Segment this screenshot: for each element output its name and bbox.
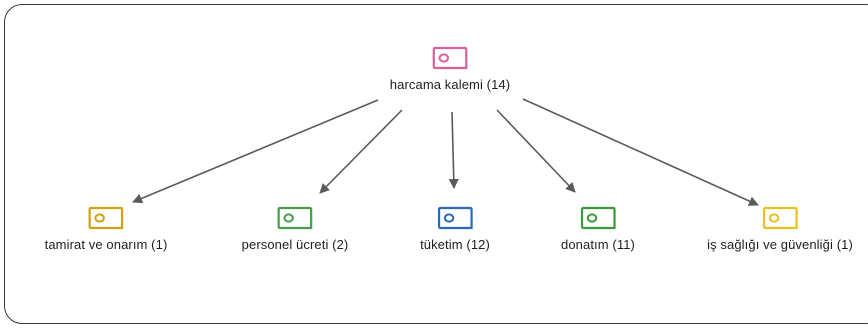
node-label: harcama kalemi (14) xyxy=(389,77,511,92)
code-tag-icon xyxy=(432,46,468,70)
node-harcama-kalemi[interactable]: harcama kalemi (14) xyxy=(390,46,510,92)
code-tag-icon xyxy=(437,206,473,230)
node-label: tamirat ve onarım (1) xyxy=(44,237,168,252)
node-is-sagligi-ve-guvenligi[interactable]: iş sağlığı ve güvenliği (1) xyxy=(707,206,853,252)
edge-root-to-donatim xyxy=(496,109,576,193)
code-tag-icon xyxy=(580,206,616,230)
node-label: personel ücreti (2) xyxy=(241,237,349,252)
edge-root-to-is-sagligi xyxy=(522,98,759,206)
edge-root-to-personel xyxy=(319,109,403,194)
node-tuketim[interactable]: tüketim (12) xyxy=(420,206,490,252)
code-tag-icon xyxy=(762,206,798,230)
edge-root-to-tuketim xyxy=(448,111,459,189)
node-tamirat-ve-onarim[interactable]: tamirat ve onarım (1) xyxy=(45,206,168,252)
node-label: tüketim (12) xyxy=(420,237,490,252)
node-donatim[interactable]: donatım (11) xyxy=(561,206,635,252)
edge-root-to-tamirat xyxy=(132,99,379,204)
node-label: donatım (11) xyxy=(561,237,635,252)
code-tag-icon xyxy=(277,206,313,230)
node-personel-ucreti[interactable]: personel ücreti (2) xyxy=(242,206,349,252)
code-tag-icon xyxy=(88,206,124,230)
node-label: iş sağlığı ve güvenliği (1) xyxy=(707,237,853,252)
